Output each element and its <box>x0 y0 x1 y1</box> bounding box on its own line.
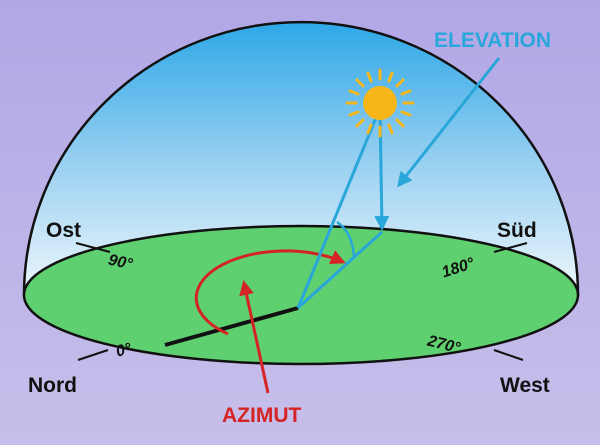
label-west: West <box>500 374 550 397</box>
sun-icon <box>345 68 415 138</box>
elevation-angle-arc <box>336 220 356 257</box>
tick-sued <box>493 242 528 253</box>
elevation-pointer-arrow <box>397 57 501 188</box>
label-sued: Süd <box>497 219 537 242</box>
sky-dome <box>22 20 580 297</box>
azimut-pointer-arrow <box>239 280 270 394</box>
label-elevation: ELEVATION <box>434 29 551 52</box>
north-reference-line <box>164 306 299 347</box>
azimut-arc <box>194 249 346 336</box>
label-90-deg: 90° <box>107 252 135 274</box>
sun-ray-line <box>296 107 382 309</box>
label-azimut: AZIMUT <box>222 404 301 427</box>
label-0-deg: 0° <box>114 340 134 360</box>
horizontal-projection-line <box>296 230 384 310</box>
label-ost: Ost <box>46 219 81 242</box>
tick-nord <box>77 349 109 361</box>
ground-plane <box>22 224 580 366</box>
tick-ost <box>75 242 111 253</box>
label-nord: Nord <box>28 374 77 397</box>
tick-west <box>493 349 524 361</box>
